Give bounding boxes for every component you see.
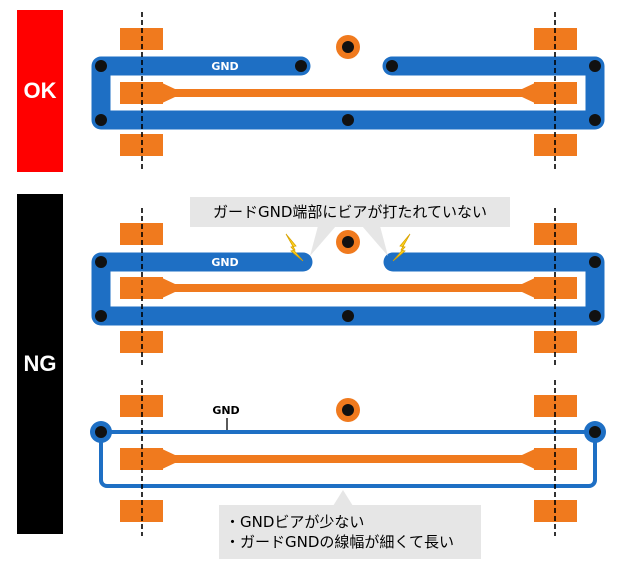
callout-line: ・ガードGNDの線幅が細くて長い [225,533,454,551]
ng-label: NG [17,194,63,534]
gnd-label: GND [211,256,238,269]
gnd-via [589,60,601,72]
ok-board: GND [91,12,605,170]
gnd-via [295,60,307,72]
signal-taper [160,448,175,470]
gnd-via [95,426,107,438]
signal-taper [160,277,175,299]
ok-label: OK [17,10,63,172]
callout-no-end-vias: ガードGND端部にビアが打たれていない [190,197,510,227]
signal-trace [172,455,525,463]
pad [534,331,577,353]
gnd-via [95,256,107,268]
signal-taper [522,448,537,470]
spark-icon [392,233,411,262]
spark-icon [285,233,304,262]
signal-pad [120,448,163,470]
gnd-label: GND [212,404,239,417]
gnd-via [589,114,601,126]
callout-pointer [362,226,388,256]
gnd-via [589,256,601,268]
ng-board-1: GND [91,208,605,366]
callout-line: ・GNDビアが少ない [225,513,365,531]
signal-taper [160,82,175,104]
gnd-via [95,60,107,72]
gnd-via [589,310,601,322]
callout-pointer [310,226,336,256]
signal-taper [522,277,537,299]
signal-via-hole [342,236,354,248]
signal-pad [534,448,577,470]
signal-via-hole [342,404,354,416]
gnd-thin-guard [99,430,597,488]
gnd-via [95,310,107,322]
signal-taper [522,82,537,104]
ng-board-2: GND [90,380,606,536]
gnd-via [342,114,354,126]
pad [120,331,163,353]
gnd-via [342,310,354,322]
gnd-via [386,60,398,72]
signal-trace [172,284,525,292]
signal-via-hole [342,41,354,53]
gnd-label: GND [211,60,238,73]
gnd-via [589,426,601,438]
signal-trace [172,89,525,97]
gnd-via [95,114,107,126]
callout-pointer [333,490,353,506]
callout-thin-guard: ・GNDビアが少ない ・ガードGNDの線幅が細くて長い [219,505,481,559]
